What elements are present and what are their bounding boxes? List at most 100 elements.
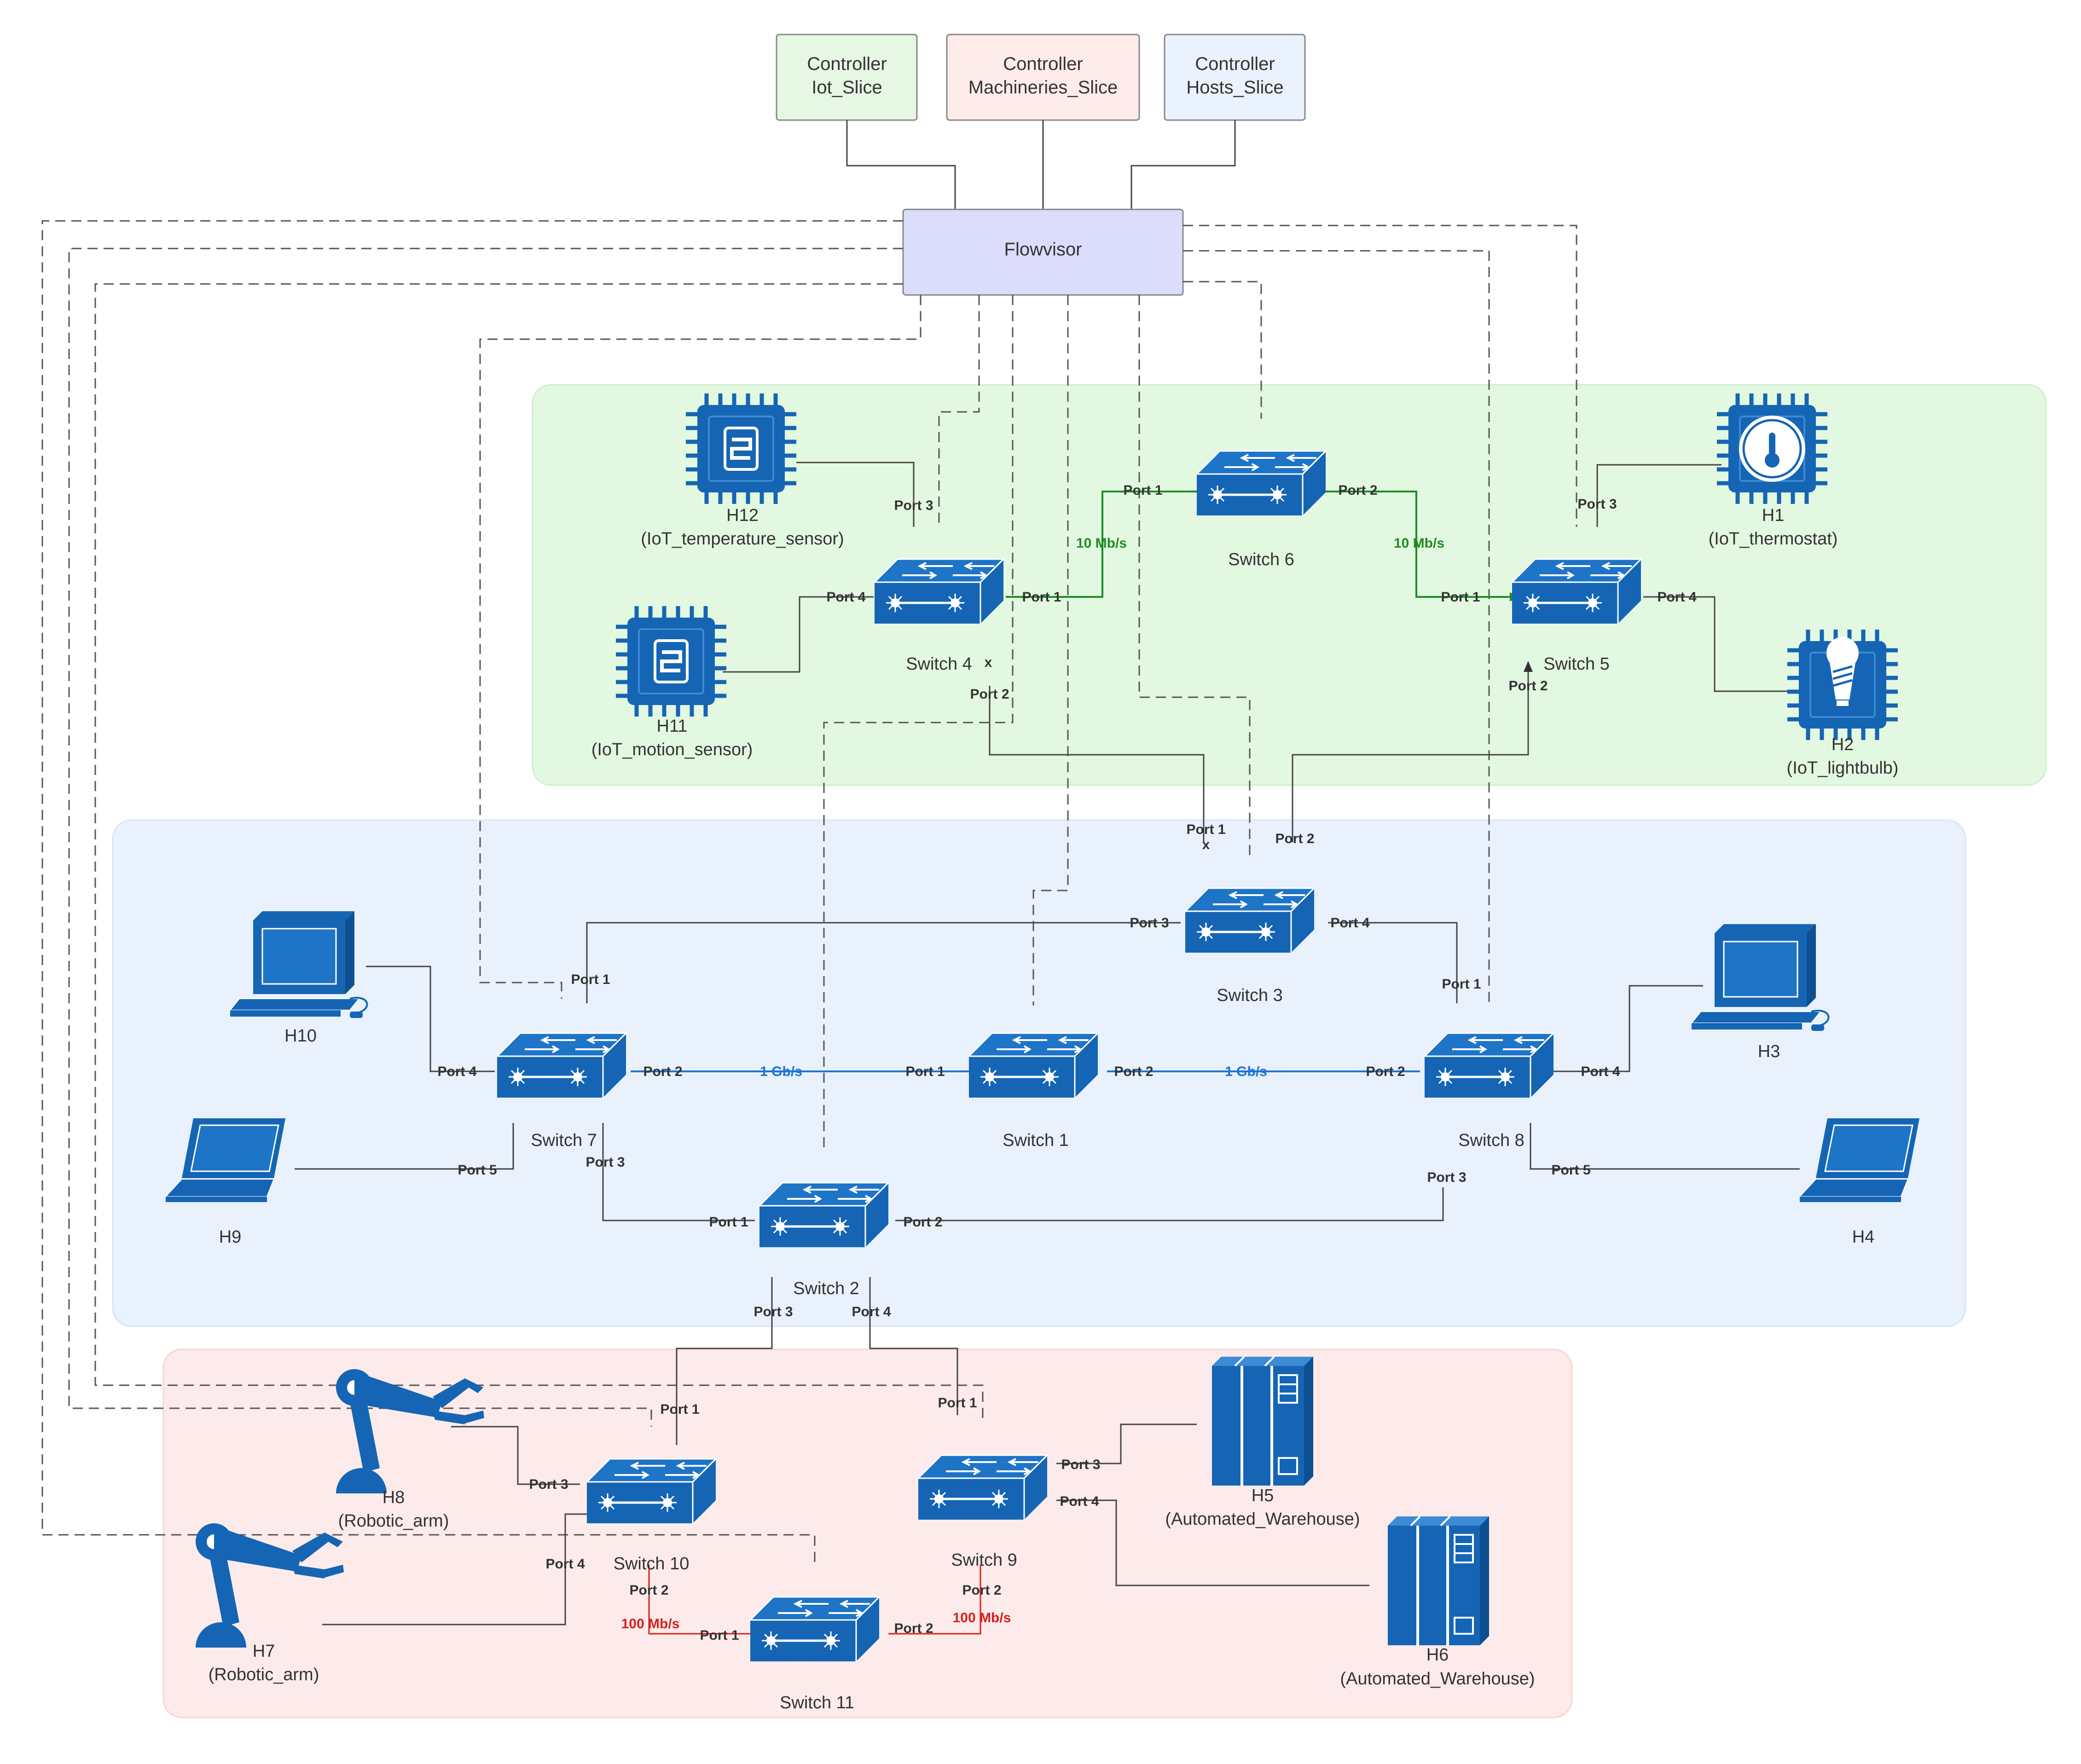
s10-port4: Port 4	[545, 1556, 585, 1572]
s2-port2: Port 2	[903, 1215, 942, 1230]
bw-s6-s5: 10 Mb/s	[1394, 536, 1444, 551]
h1-role: (IoT_thermostat)	[1709, 529, 1838, 549]
controller-mach-line1: Controller	[1003, 54, 1083, 74]
iot-zone	[532, 384, 2047, 786]
switch-3-icon[interactable]	[1185, 888, 1314, 953]
controller-iot-slice[interactable]: Controller Iot_Slice	[776, 34, 918, 121]
h12-role: (IoT_temperature_sensor)	[641, 529, 844, 549]
h2-role: (IoT_lightbulb)	[1787, 758, 1899, 778]
s4-port3: Port 3	[894, 498, 933, 513]
controller-iot-line2: Iot_Slice	[812, 77, 882, 98]
h3-name: H3	[1758, 1042, 1780, 1061]
bw-s10-s11: 100 Mb/s	[621, 1616, 680, 1631]
s7-port3: Port 3	[585, 1155, 625, 1170]
switch-9-label: Switch 9	[951, 1550, 1017, 1570]
s7-port2: Port 2	[643, 1064, 682, 1079]
h5-role: (Automated_Warehouse)	[1165, 1510, 1360, 1529]
controller-links	[846, 120, 1236, 209]
switch-1-icon[interactable]	[969, 1033, 1098, 1098]
controller-hosts-slice[interactable]: Controller Hosts_Slice	[1164, 34, 1306, 121]
h1-thermostat-device[interactable]	[1717, 393, 1827, 504]
s4-port4: Port 4	[826, 590, 865, 605]
s8-port3: Port 3	[1427, 1170, 1466, 1185]
s11-port2: Port 2	[894, 1621, 933, 1636]
switch-5-icon[interactable]	[1512, 559, 1641, 624]
h6-name: H6	[1426, 1645, 1449, 1665]
s10-port1: Port 1	[660, 1402, 699, 1417]
switch-4-label: Switch 4	[906, 654, 972, 674]
h11-role: (IoT_motion_sensor)	[591, 740, 753, 759]
h10-name: H10	[284, 1026, 317, 1046]
s6-port1: Port 1	[1123, 483, 1162, 498]
switch-7-icon[interactable]	[497, 1033, 626, 1098]
switch-8-label: Switch 8	[1458, 1131, 1525, 1150]
h6-role: (Automated_Warehouse)	[1340, 1669, 1535, 1689]
h5-warehouse-rack-icon[interactable]	[1212, 1357, 1313, 1486]
switch-3-label: Switch 3	[1217, 986, 1283, 1005]
h6-warehouse-rack-icon[interactable]	[1388, 1516, 1489, 1645]
h5-name: H5	[1252, 1486, 1274, 1505]
switch-2-label: Switch 2	[793, 1279, 859, 1298]
s3-port3: Port 3	[1130, 915, 1169, 931]
s1-port2: Port 2	[1114, 1064, 1153, 1079]
bw-s1-s8: 1 Gb/s	[1225, 1064, 1267, 1079]
switch-4-icon[interactable]	[875, 559, 1003, 624]
switch-9-icon[interactable]	[918, 1455, 1047, 1520]
switch-5-label: Switch 5	[1543, 654, 1610, 674]
switch-10-label: Switch 10	[614, 1554, 690, 1573]
s7-port1: Port 1	[571, 972, 610, 987]
flowvisor-label: Flowvisor	[1004, 239, 1082, 260]
data-links	[295, 462, 1800, 1625]
switch-10-icon[interactable]	[587, 1459, 716, 1523]
s4-port2: Port 2	[970, 687, 1009, 702]
flowvisor[interactable]: Flowvisor	[902, 208, 1184, 296]
switch-8-icon[interactable]	[1425, 1033, 1554, 1098]
s7-port5: Port 5	[458, 1163, 497, 1178]
switch-11-label: Switch 11	[780, 1693, 854, 1712]
s5-port1: Port 1	[1441, 590, 1480, 605]
s10-port3: Port 3	[529, 1477, 568, 1492]
h11-name: H11	[657, 717, 688, 736]
s9-port1: Port 1	[938, 1395, 977, 1411]
switch-6-icon[interactable]	[1197, 451, 1326, 515]
s2-port4: Port 4	[852, 1304, 891, 1319]
s3-port2: Port 2	[1275, 831, 1314, 846]
bw-s7-s1: 1 Gb/s	[760, 1064, 802, 1079]
bw-s11-s9: 100 Mb/s	[953, 1610, 1011, 1625]
control-plane-links	[41, 220, 1577, 1565]
h8-name: H8	[383, 1488, 405, 1507]
s4-down-mark: x	[985, 655, 992, 670]
s3-port4: Port 4	[1330, 915, 1369, 931]
s8-port5: Port 5	[1551, 1163, 1590, 1178]
h2-name: H2	[1832, 735, 1854, 754]
s10-port2: Port 2	[629, 1583, 668, 1598]
s7-port4: Port 4	[437, 1064, 476, 1079]
s8-port2: Port 2	[1366, 1064, 1405, 1079]
controller-iot-line1: Controller	[807, 54, 887, 74]
s11-port1: Port 1	[700, 1628, 739, 1643]
s8-port4: Port 4	[1581, 1064, 1620, 1079]
s2-port3: Port 3	[754, 1304, 793, 1319]
h4-name: H4	[1852, 1227, 1875, 1247]
switch-1-label: Switch 1	[1003, 1131, 1069, 1150]
switch-2-icon[interactable]	[759, 1183, 888, 1247]
s5-port3: Port 3	[1577, 497, 1617, 512]
s9-port2: Port 2	[962, 1583, 1001, 1598]
h8-role: (Robotic_arm)	[338, 1511, 449, 1531]
h7-name: H7	[253, 1642, 275, 1661]
controller-machineries-slice[interactable]: Controller Machineries_Slice	[946, 34, 1140, 121]
h12-name: H12	[726, 506, 759, 525]
bw-s4-s6: 10 Mb/s	[1076, 536, 1127, 551]
h9-name: H9	[219, 1227, 242, 1247]
s1-port1: Port 1	[905, 1064, 945, 1079]
s2-port1: Port 1	[709, 1215, 748, 1230]
controller-mach-line2: Machineries_Slice	[968, 77, 1118, 98]
h11-device[interactable]	[616, 606, 726, 717]
s3-port1: Port 1	[1186, 822, 1225, 837]
switch-11-icon[interactable]	[750, 1597, 879, 1661]
h2-lightbulb-device[interactable]	[1787, 630, 1898, 740]
h12-device[interactable]	[686, 393, 796, 504]
controller-hosts-line1: Controller	[1195, 54, 1275, 74]
s9-port3: Port 3	[1061, 1457, 1100, 1472]
bandwidth-labels: 10 Mb/s 10 Mb/s 1 Gb/s 1 Gb/s 100 Mb/s 1…	[621, 536, 1444, 1631]
